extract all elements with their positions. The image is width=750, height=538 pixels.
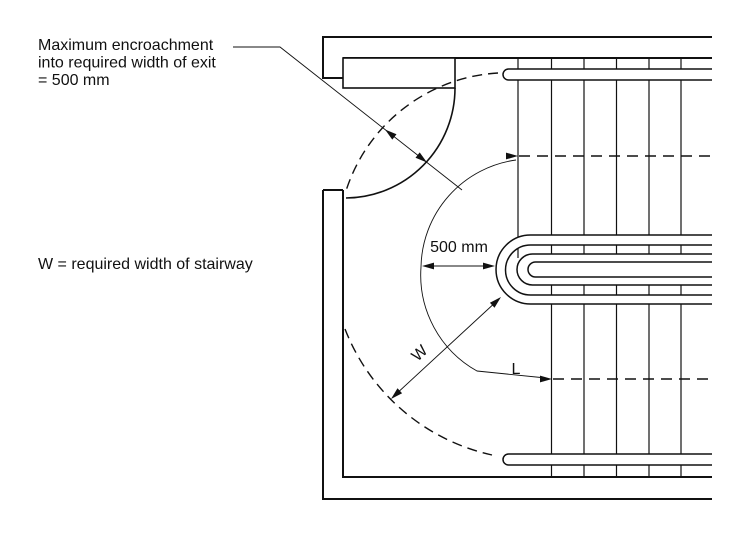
- door-swing-arc: [345, 87, 456, 199]
- encroachment-note-line2: into required width of exit: [38, 55, 216, 72]
- wall-left-and-bottom: [322, 189, 712, 500]
- travel-guide-arc: [420, 159, 547, 379]
- encroachment-note-line3: = 500 mm: [38, 72, 110, 89]
- handrail-center-outer: [495, 234, 712, 305]
- encroachment-arrow-lower: [415, 152, 427, 163]
- handrail-center-inner: [516, 253, 712, 286]
- encroachment-arrow-upper: [385, 129, 397, 140]
- width-definition-note: W = required width of stairway: [38, 256, 253, 273]
- stair-width-label: W: [409, 342, 432, 365]
- dim500-label: 500 mm: [430, 239, 488, 256]
- encroachment-note-line1: Maximum encroachment: [38, 37, 214, 54]
- travel-arrow-lower: [540, 375, 552, 383]
- handrail-top: [502, 68, 712, 81]
- dim500-arrow-right: [483, 262, 495, 270]
- upper-flight-treads: [517, 58, 682, 258]
- travel-length-label: L: [512, 361, 521, 378]
- required-width-arc-lower: [344, 328, 493, 456]
- handrail-bottom: [502, 453, 712, 466]
- width-arrow-lower: [391, 388, 403, 399]
- required-width-arc-upper: [344, 72, 499, 195]
- travel-arrow-upper: [506, 152, 518, 160]
- note-leader-line: [233, 46, 463, 191]
- width-arrow-upper: [489, 297, 501, 308]
- width-dimension-line: [393, 299, 499, 397]
- door-leaf: [342, 57, 456, 89]
- dim500-arrow-left: [422, 262, 434, 270]
